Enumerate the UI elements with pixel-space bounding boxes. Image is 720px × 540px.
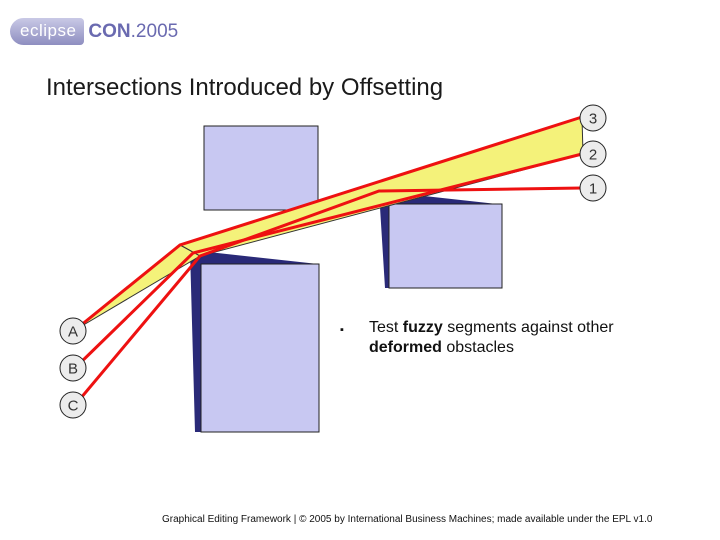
label-3-circle [579,104,607,132]
logo-con-text: CON [88,20,131,42]
slide-footer: Graphical Editing Framework | © 2005 by … [162,514,653,525]
label-3-text: 3 [589,111,597,128]
logo-eclipse-text: eclipse [10,18,85,45]
label-c: C [59,391,87,419]
bullet-point: ▪ Test fuzzy segments against other defo… [340,318,660,358]
route-2-b [73,152,583,370]
obstacle-bottom [200,263,320,433]
route-1-c [73,186,583,406]
bullet-text-part-3: obstacles [441,339,514,356]
label-c-text: C [68,398,79,415]
bullet-text: Test fuzzy segments against other deform… [369,318,660,358]
bullet-text-part-1: Test [369,319,403,336]
bullet-bold-fuzzy: fuzzy [402,319,443,336]
label-2-circle [579,140,607,168]
slide-title: Intersections Introduced by Offsetting [46,74,444,101]
label-1: 1 [579,174,607,202]
route-3-a [74,115,583,332]
label-2-text: 2 [589,147,597,164]
label-a: A [59,317,87,345]
label-b-circle [59,354,87,382]
label-3: 3 [579,104,607,132]
fuzzy-segment-short [74,244,202,331]
label-a-text: A [68,324,78,341]
obstacle-top-left [203,125,319,211]
obstacle-right [388,203,503,289]
label-c-circle [59,391,87,419]
label-b: B [59,354,87,382]
label-b-text: B [68,361,78,378]
label-2: 2 [579,140,607,168]
label-a-circle [59,317,87,345]
logo-year-text: .2005 [130,20,179,42]
label-1-circle [579,174,607,202]
bullet-marker: ▪ [340,324,344,336]
label-1-text: 1 [589,181,597,198]
bullet-bold-deformed: deformed [369,339,442,356]
bullet-text-part-2: segments against other [442,319,614,336]
